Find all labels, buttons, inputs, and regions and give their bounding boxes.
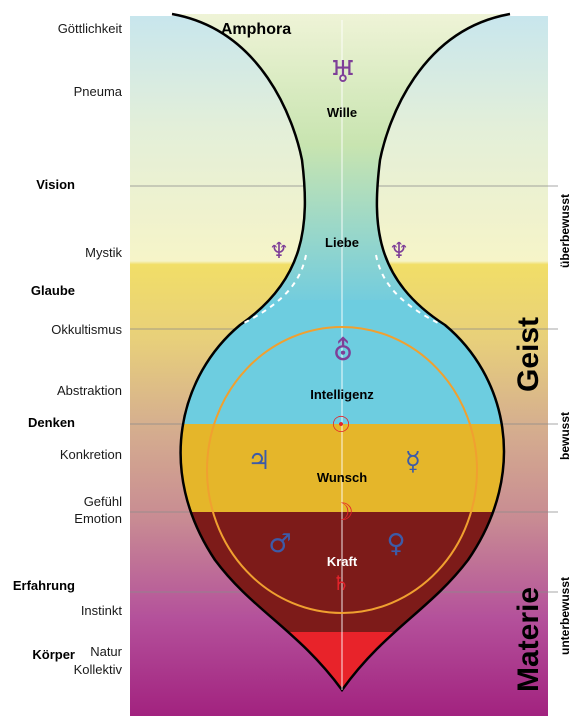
level-mystik: Mystik <box>85 245 122 260</box>
label-kraft: Kraft <box>327 554 358 569</box>
level-abstraktion: Abstraktion <box>57 383 122 398</box>
vessel-dash-right <box>375 254 443 326</box>
category-glaube: Glaube <box>31 283 75 298</box>
category-erfahrung: Erfahrung <box>13 578 75 593</box>
level-pneuma: Pneuma <box>74 84 123 99</box>
label-unterbewusst: unterbewusst <box>558 577 572 655</box>
orange-circle <box>206 326 478 614</box>
level-konkretion: Konkretion <box>60 447 122 462</box>
category-vision: Vision <box>36 177 75 192</box>
label-bewusst: bewusst <box>558 412 572 460</box>
level-gefuehl: Gefühl <box>84 494 122 509</box>
level-kollektiv: Kollektiv <box>74 662 123 677</box>
sun-icon: ☉ <box>331 413 351 438</box>
venus-icon: ♀ <box>386 529 405 559</box>
label-materie: Materie <box>512 587 545 692</box>
moon-icon: ☽ <box>332 498 354 526</box>
uranus-icon: ♅ <box>330 55 357 90</box>
saturn-icon: ♄ <box>332 571 350 595</box>
label-geist: Geist <box>512 317 545 392</box>
mercury-icon: ☿ <box>405 447 421 477</box>
mars-icon: ♂ <box>268 529 291 559</box>
label-ueberbewusst: überbewusst <box>558 194 572 268</box>
vessel-dash-left <box>239 254 307 326</box>
neptune-right-icon: ♆ <box>389 239 409 264</box>
category-denken: Denken <box>28 415 75 430</box>
diagram-title: Amphora <box>221 21 291 38</box>
label-wille: Wille <box>327 105 357 120</box>
category-koerper: Körper <box>32 647 75 662</box>
level-emotion: Emotion <box>74 511 122 526</box>
level-goettlichkeit: Göttlichkeit <box>58 21 123 36</box>
label-liebe: Liebe <box>325 235 359 250</box>
jupiter-icon: ♃ <box>247 446 270 476</box>
uranus-alt-icon: ⛢ <box>333 334 354 367</box>
level-okkultismus: Okkultismus <box>51 322 122 337</box>
level-natur: Natur <box>90 644 122 659</box>
neptune-left-icon: ♆ <box>269 239 289 264</box>
label-intelligenz: Intelligenz <box>310 387 374 402</box>
level-instinkt: Instinkt <box>81 603 123 618</box>
label-wunsch: Wunsch <box>317 470 367 485</box>
